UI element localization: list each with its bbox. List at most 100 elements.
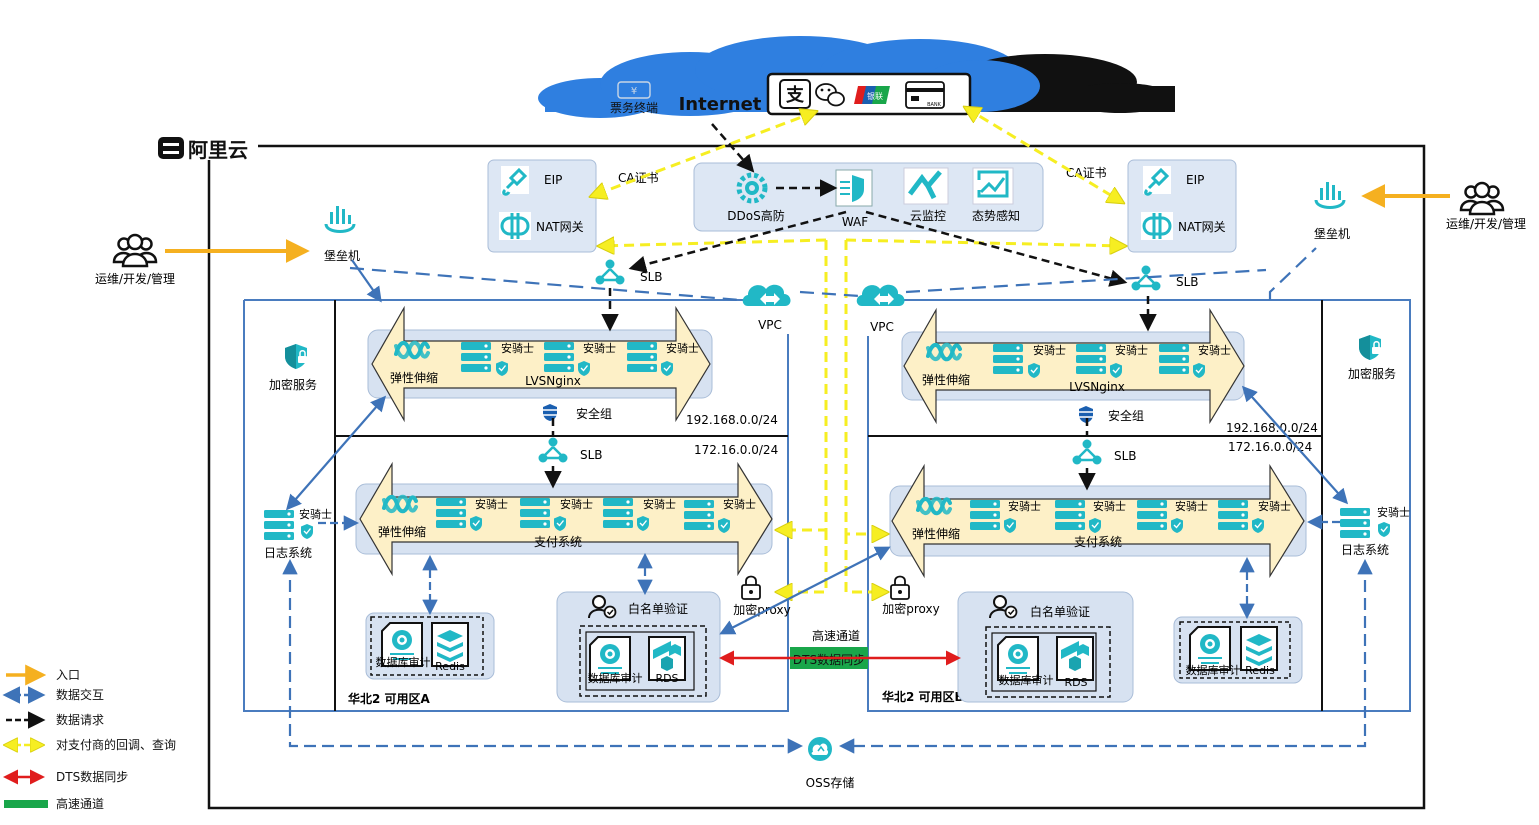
- agent-label: 安骑士: [723, 497, 756, 511]
- db-audit-label: 数据库审计: [588, 671, 643, 685]
- agent-label: 安骑士: [1175, 499, 1208, 513]
- legend-item: 入口: [6, 664, 80, 686]
- ops-label-right: 运维/开发/管理: [1446, 216, 1526, 231]
- elastic-label: 弹性伸缩: [378, 524, 426, 539]
- zone-b-label: 华北2 可用区B: [882, 689, 964, 704]
- zone-a-label: 华北2 可用区A: [348, 691, 431, 706]
- slb-label-b-mid: SLB: [1114, 449, 1137, 463]
- agent-label: 安骑士: [1093, 499, 1126, 513]
- redis-label: Redis: [1245, 664, 1275, 677]
- agent-label: 安骑士: [643, 497, 676, 511]
- ca-cert-label-left: CA证书: [618, 171, 659, 185]
- agent-label: 安骑士: [475, 497, 508, 511]
- legend-label: 高速通道: [56, 796, 104, 811]
- dts-sync-label: DTS数据同步: [793, 652, 865, 667]
- server-icon: [684, 500, 714, 530]
- agent-label: 安骑士: [560, 497, 593, 511]
- rds-label: RDS: [1064, 676, 1087, 689]
- legend-label: 数据交互: [56, 687, 104, 702]
- bank-text: BANK: [927, 102, 942, 108]
- waf-icon: [835, 169, 873, 207]
- server-icon: [970, 500, 1000, 530]
- agent-label: 安骑士: [666, 341, 699, 355]
- payment-providers-box: 支 银联 BANK: [766, 72, 972, 116]
- ops-label-left: 运维/开发/管理: [95, 271, 175, 286]
- elastic-label: 弹性伸缩: [922, 372, 970, 387]
- security-group-icon: [543, 404, 557, 421]
- vpc-label-b: VPC: [870, 320, 894, 334]
- waf-label: WAF: [842, 215, 868, 229]
- unionpay-text: 银联: [867, 91, 883, 101]
- legend-label: 入口: [56, 668, 80, 682]
- eip-icon: [501, 166, 529, 196]
- agent-label: 安骑士: [1008, 499, 1041, 513]
- bastion-label-right: 堡垒机: [1314, 226, 1350, 241]
- log-server-icon: [264, 510, 294, 540]
- agent-label: 安骑士: [1033, 343, 1066, 357]
- db-group-a-left: 数据库审计 Redis: [365, 612, 495, 680]
- unionpay-icon: 银联: [854, 86, 890, 104]
- server-icon: [1076, 344, 1106, 374]
- aliyun-logo: [158, 137, 184, 159]
- agent-label: 安骑士: [583, 341, 616, 355]
- server-icon: [627, 342, 657, 372]
- legend-item: DTS数据同步: [2, 769, 128, 785]
- oss-storage-icon: [807, 736, 833, 762]
- payment-group-a: 弹性伸缩 安骑士 安骑士 安骑士 安骑士 支付系统: [355, 461, 773, 577]
- alipay-icon: 支: [779, 79, 811, 109]
- lock-icon: [890, 575, 910, 600]
- nat-label-right: NAT网关: [1178, 220, 1226, 234]
- subnet-bottom-a: 172.16.0.0/24: [694, 443, 778, 457]
- elastic-label: 弹性伸缩: [390, 370, 438, 385]
- bastion-label-left: 堡垒机: [324, 248, 360, 263]
- security-group-label-a: 安全组: [576, 406, 612, 421]
- whitelist-label-b: 白名单验证: [1030, 604, 1090, 619]
- legend-item: 高速通道: [4, 796, 104, 811]
- server-icon: [1055, 500, 1085, 530]
- eip-icon: [1143, 166, 1171, 196]
- nat-icon: [499, 212, 531, 240]
- slb-icon: [537, 436, 569, 464]
- server-icon: [520, 498, 550, 528]
- encrypt-label-a: 加密服务: [269, 377, 317, 392]
- payment-label: 支付系统: [1074, 535, 1122, 549]
- ticket-terminal-label: 票务终端: [610, 100, 658, 115]
- lvs-group-a: 弹性伸缩 安骑士 安骑士 安骑士 LVSNginx: [367, 305, 713, 423]
- edge-panel-left: EIP NAT网关: [487, 159, 597, 253]
- server-icon: [993, 344, 1023, 374]
- server-icon: [1159, 344, 1189, 374]
- server-icon: [1137, 500, 1167, 530]
- agent-label: 安骑士: [1115, 343, 1148, 357]
- ops-users-icon: [1459, 181, 1505, 216]
- express-channel-label: 高速通道: [812, 628, 860, 643]
- lock-icon: [741, 575, 761, 600]
- server-icon: [436, 498, 466, 528]
- bank-card-icon: BANK: [905, 81, 945, 109]
- ops-users-icon: [112, 233, 158, 268]
- encrypt-service-icon: [1358, 334, 1382, 361]
- lvs-label: LVSNginx: [1069, 380, 1125, 394]
- cloud-monitor-icon: [903, 167, 949, 205]
- lvs-label: LVSNginx: [525, 374, 581, 388]
- server-icon: [461, 342, 491, 372]
- eip-label-right: EIP: [1186, 173, 1204, 187]
- db-group-a-right: 白名单验证 数据库审计 RDS: [556, 591, 721, 703]
- bastion-icon: [324, 204, 356, 233]
- edge-panel-right: EIP NAT网关: [1127, 159, 1237, 253]
- log-label-b: 日志系统: [1341, 543, 1389, 557]
- payment-label: 支付系统: [534, 535, 582, 549]
- agent-label: 安骑士: [299, 507, 332, 521]
- legend-item: 对支付商的回调、查询: [6, 737, 176, 752]
- redis-label: Redis: [435, 660, 465, 673]
- security-group-label-b: 安全组: [1108, 408, 1144, 423]
- internet-label: Internet: [679, 94, 762, 115]
- vpc-icon: [856, 284, 905, 306]
- rds-icon: [1056, 636, 1094, 681]
- lvs-group-b: 弹性伸缩 安骑士 安骑士 安骑士 LVSNginx: [901, 307, 1245, 425]
- rds-label: RDS: [655, 672, 678, 685]
- slb-label-a-top: SLB: [640, 270, 663, 284]
- svg-text:支: 支: [785, 84, 805, 106]
